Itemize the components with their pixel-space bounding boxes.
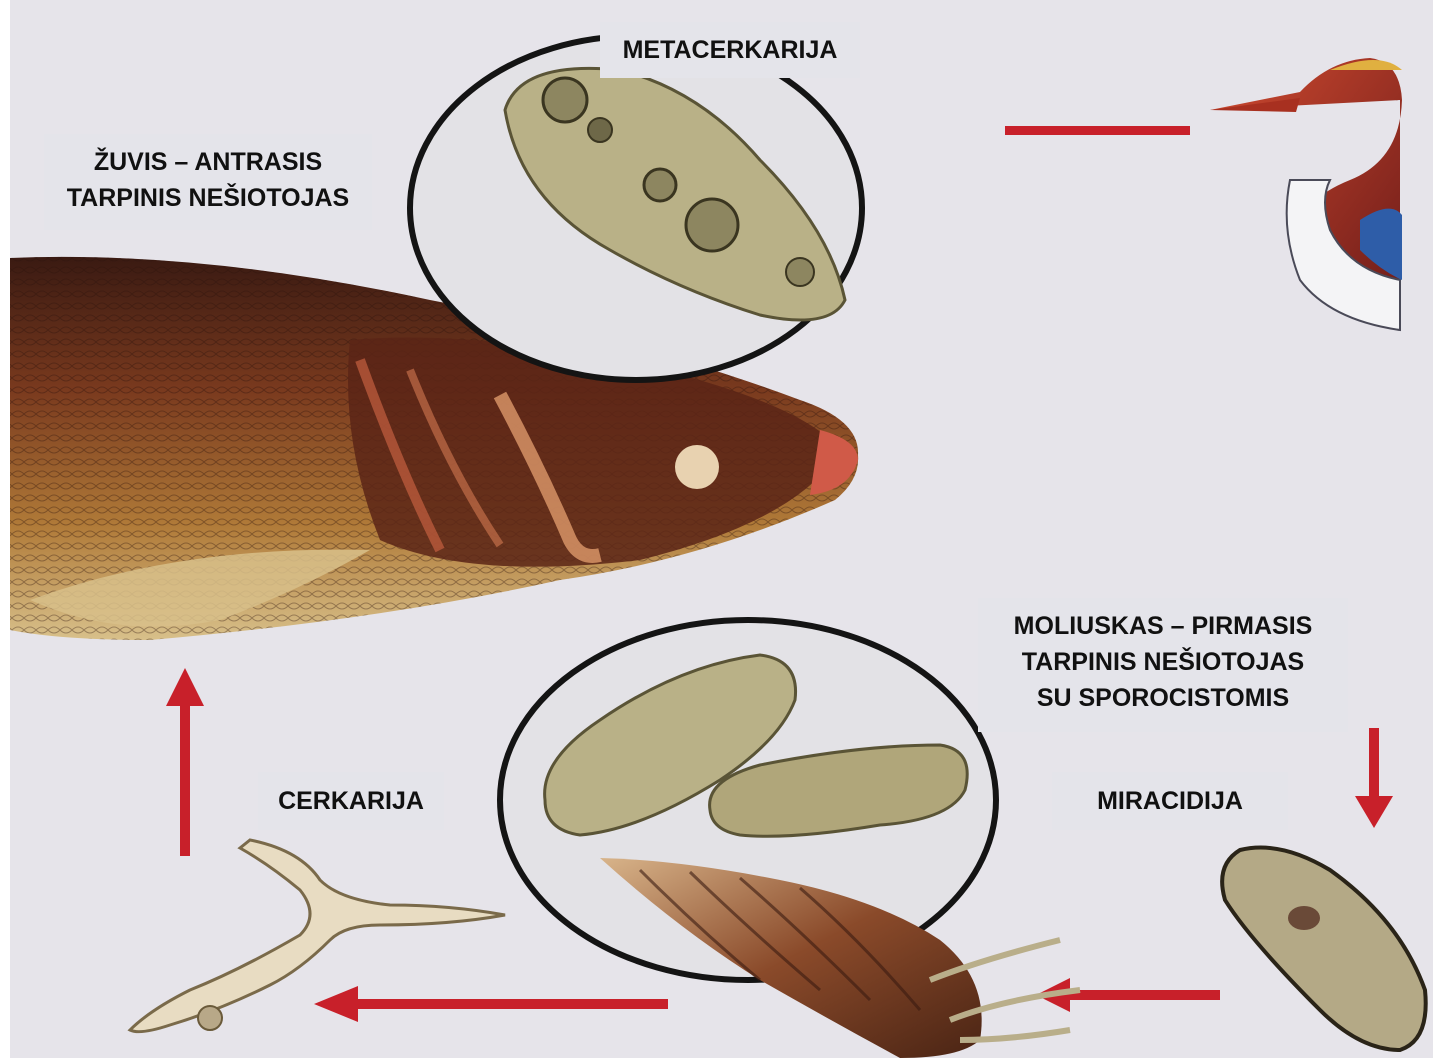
- fish-host-label-line1: ŽUVIS – ANTRASIS: [58, 144, 358, 180]
- fish-eye: [675, 445, 719, 489]
- metacercaria-illustration: [410, 36, 862, 380]
- miracidium-label: MIRACIDIJA: [1052, 772, 1288, 830]
- metacercaria-label: METACERKARIJA: [600, 22, 860, 78]
- mollusc-host-label-line3: SU SPOROCISTOMIS: [992, 680, 1334, 716]
- fish-host-label-line2: TARPINIS NEŠIOTOJAS: [58, 180, 358, 216]
- fish-host-label: ŽUVIS – ANTRASIS TARPINIS NEŠIOTOJAS: [44, 134, 372, 230]
- cercaria-label: CERKARIJA: [258, 772, 444, 830]
- miracidium-label-text: MIRACIDIJA: [1066, 783, 1274, 819]
- arrow-bird-line: [1005, 126, 1190, 135]
- metacercaria-label-text: METACERKARIJA: [614, 32, 846, 68]
- mollusc-host-label: MOLIUSKAS – PIRMASIS TARPINIS NEŠIOTOJAS…: [978, 598, 1348, 732]
- mollusc-host-label-line1: MOLIUSKAS – PIRMASIS: [992, 608, 1334, 644]
- mollusc-host-label-line2: TARPINIS NEŠIOTOJAS: [992, 644, 1334, 680]
- cercaria-label-text: CERKARIJA: [272, 783, 430, 819]
